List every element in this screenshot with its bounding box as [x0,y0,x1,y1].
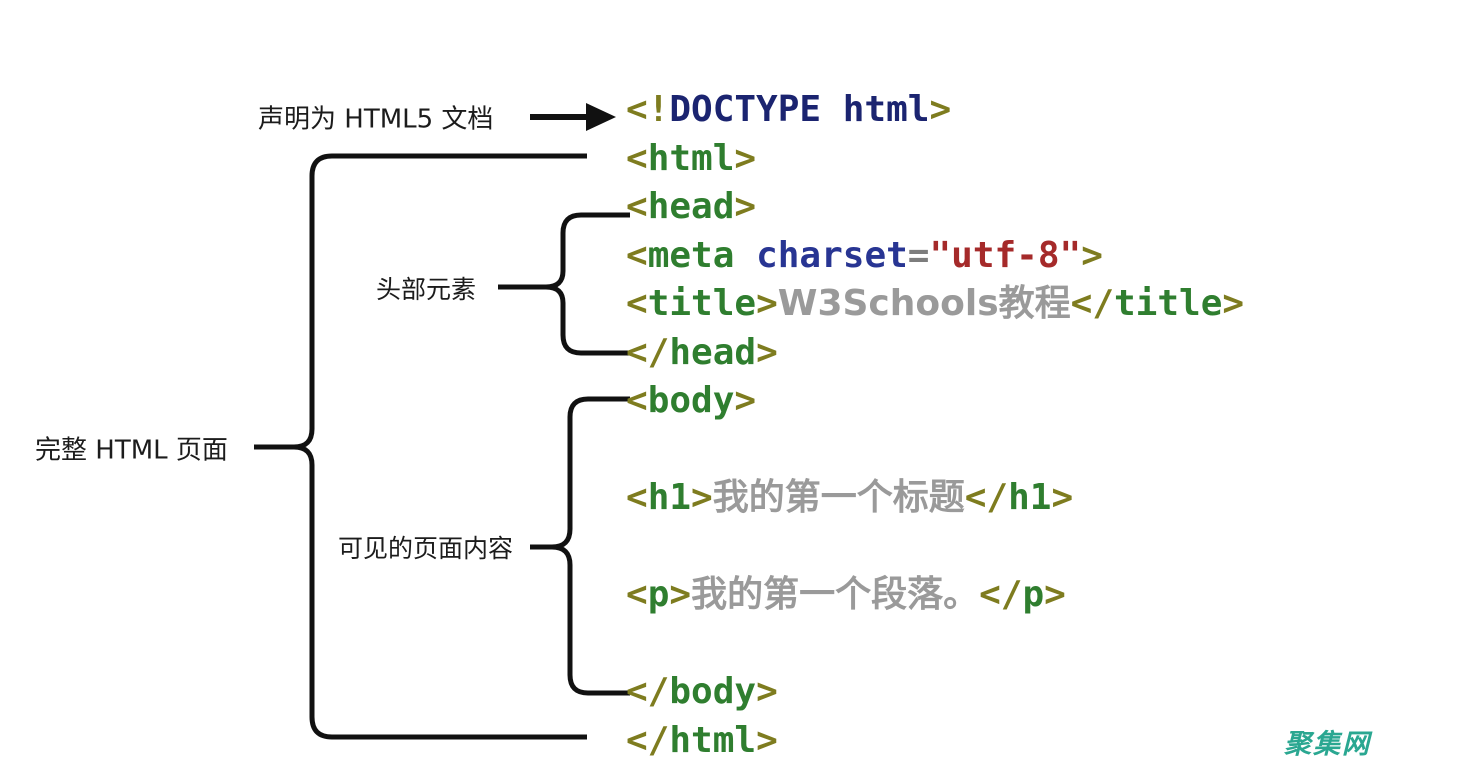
code-token-bracket: > [734,137,757,179]
code-line: <meta charset="utf-8"> [626,232,1103,280]
full-page-label: 完整 HTML 页面 [35,435,228,466]
code-token-tag: body [669,671,757,712]
code-token-bracket: > [756,671,778,712]
code-token-tag: title [1114,283,1223,324]
code-token-bracket: </ [626,331,670,373]
code-token-bracket: < [626,234,648,276]
code-token-bracket: < [626,186,648,227]
code-token-bracket: > [756,331,778,373]
code-line: <title>W3Schools教程</title> [626,280,1244,328]
code-token-bracket: < [626,380,648,421]
doctype-label: 声明为 HTML5 文档 [258,104,494,135]
code-line: <p>我的第一个段落。</p> [626,571,1066,619]
head-brace [543,212,630,356]
code-line: <!DOCTYPE html> [626,86,951,134]
code-token-bracket: > [669,574,692,615]
code-token-bracket: > [756,283,778,324]
code-token-bracket: </ [1070,283,1114,324]
code-line: </head> [626,329,778,377]
code-token-operator [734,235,756,276]
code-token-attr: charset [756,234,908,276]
code-token-innertext: 我的第一个段落。 [691,574,980,615]
code-token-doctype: DOCTYPE html [669,89,930,130]
code-token-bracket: </ [979,574,1023,615]
code-token-bracket: </ [626,719,670,761]
code-token-innertext: 我的第一个标题 [712,477,965,518]
code-token-bracket: < [626,477,648,518]
code-token-bracket: > [756,719,778,761]
code-token-bracket: </ [626,671,670,712]
content-brace [549,396,630,696]
code-token-tag: head [647,186,735,227]
code-line: <html> [626,135,756,183]
code-token-tag: meta [647,234,735,276]
head-label: 头部元素 [376,275,477,304]
code-line: <h1>我的第一个标题</h1> [626,474,1073,522]
code-token-operator: = [907,234,930,276]
code-token-tag: html [669,719,757,761]
full-page-brace [291,153,587,740]
code-token-bracket: < [626,283,648,324]
content-label: 可见的页面内容 [338,534,514,563]
code-token-bracket: > [734,186,757,227]
code-token-bracket: > [1222,283,1245,324]
code-line: </html> [626,717,778,764]
code-token-bracket: > [1044,574,1066,615]
code-token-tag: p [1022,574,1045,615]
code-token-bracket: > [1081,234,1103,276]
code-token-tag: h1 [1008,477,1052,518]
code-line: <body> [626,377,756,425]
code-line: </body> [626,668,778,716]
code-token-bracket: > [691,477,713,518]
doctype-arrow-head [586,103,616,131]
watermark: 聚集网 [1284,729,1371,760]
code-token-bracket: </ [964,477,1009,518]
code-token-tag: html [647,137,735,179]
code-line: <head> [626,183,756,231]
code-token-bracket: < [626,137,648,179]
code-token-tag: body [647,380,735,421]
code-token-bracket: < [626,574,648,615]
code-token-bracket: > [929,89,952,130]
code-token-bracket: > [1051,477,1074,518]
code-token-string: "utf-8" [929,234,1082,276]
code-token-bracket: > [734,380,757,421]
code-token-tag: h1 [647,477,692,518]
code-token-tag: p [647,574,670,615]
code-token-innertext: W3Schools教程 [777,283,1071,324]
code-token-bracket: <! [626,89,670,130]
code-token-tag: title [647,283,757,324]
code-token-tag: head [669,331,757,373]
